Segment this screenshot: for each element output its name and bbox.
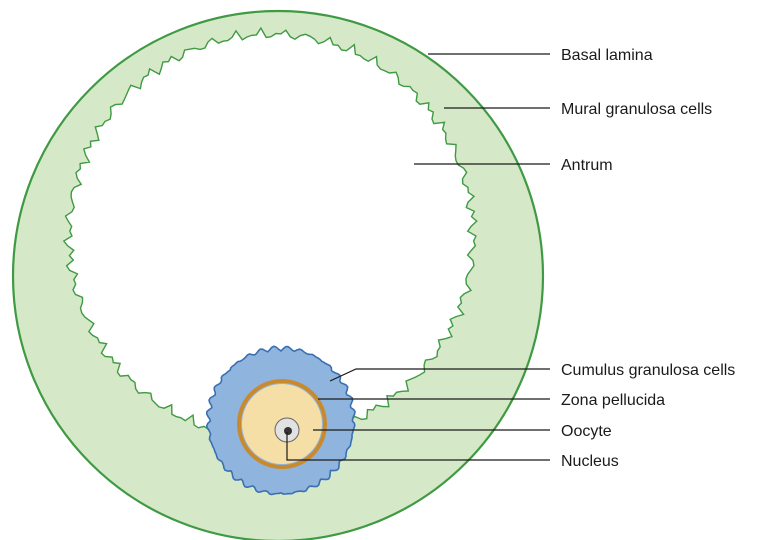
basal-lamina-label: Basal lamina (561, 47, 653, 64)
nucleolus (284, 427, 292, 435)
oocyte-label: Oocyte (561, 423, 612, 440)
zona-pellucida-label: Zona pellucida (561, 392, 665, 409)
mural-granulosa-label: Mural granulosa cells (561, 101, 712, 118)
antrum-label: Antrum (561, 157, 613, 174)
cumulus-granulosa-label: Cumulus granulosa cells (561, 362, 735, 379)
nucleus-label: Nucleus (561, 453, 619, 470)
